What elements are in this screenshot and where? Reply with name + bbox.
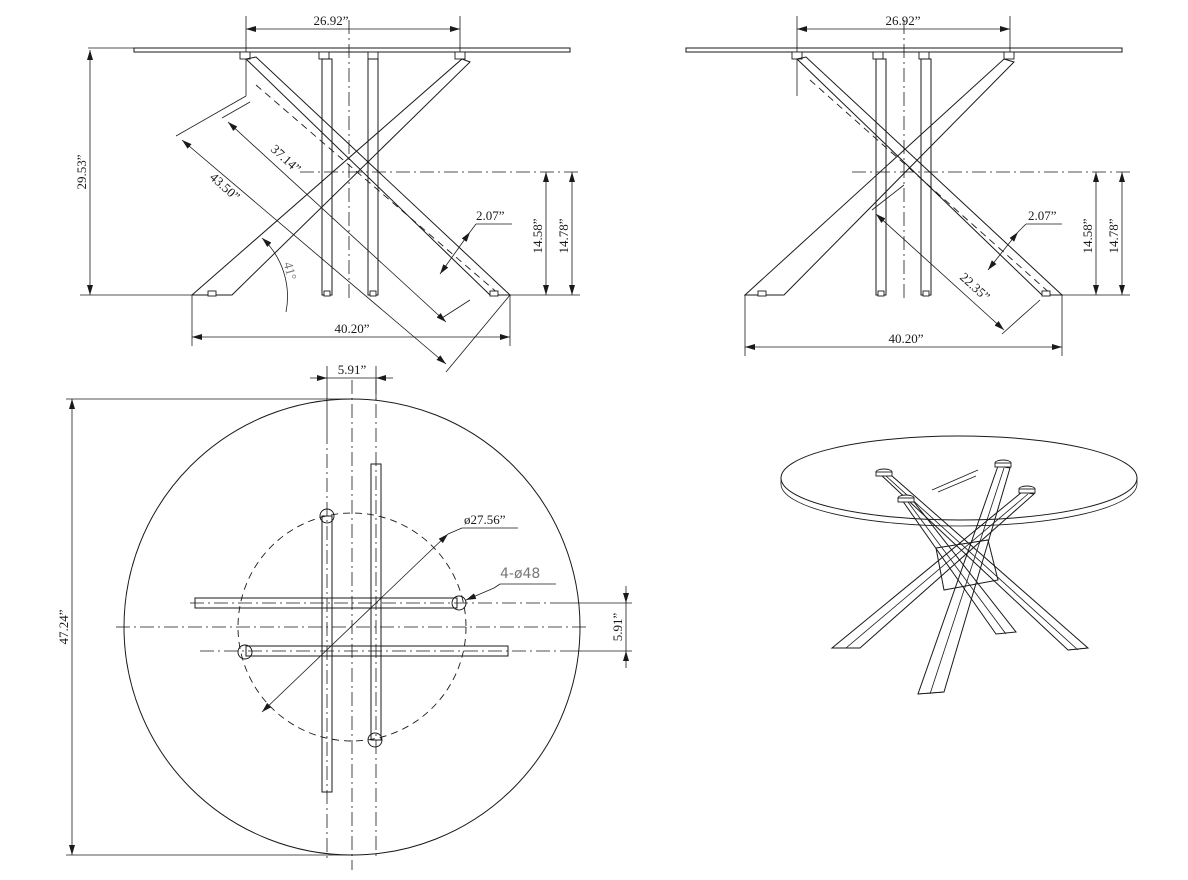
front-leg-outer-label: 43.50” — [207, 169, 243, 204]
front-leg-width-label: 2.07” — [476, 208, 505, 223]
top-leg-spacing-y-label: 5.91” — [610, 613, 625, 642]
front-leg-angle-label: 41° — [281, 260, 300, 281]
top-leg-bars — [194, 463, 509, 793]
side-cross-height-b-label: 14.78” — [1106, 218, 1121, 253]
front-glass-top — [133, 47, 571, 53]
side-vertical-posts — [875, 58, 932, 296]
front-height-label: 29.53” — [74, 154, 89, 189]
top-view: 5.91” 47.24” 5.91” ø27.56” 4-ø48 — [56, 362, 632, 870]
front-vertical-posts — [321, 58, 379, 296]
front-view: 26.92” 29.53” 37.14” 43.50” 2.07” 14.58”… — [74, 13, 580, 373]
top-leg-spacing-x-label: 5.91” — [338, 362, 367, 377]
front-cross-height-a-label: 14.58” — [530, 218, 545, 253]
side-leg-width-label: 2.07” — [1028, 208, 1057, 223]
top-holes-label: 4-ø48 — [500, 566, 540, 582]
iso-pads — [875, 459, 1036, 503]
side-view: 26.92” 2.07” 22.35” 14.58” 14.78” 40.20” — [685, 13, 1130, 356]
iso-view — [780, 435, 1138, 695]
side-cross-height-a-label: 14.58” — [1080, 218, 1095, 253]
top-mounting-holes — [237, 508, 467, 748]
top-pcd-label: ø27.56” — [464, 512, 506, 527]
side-top-width-label: 26.92” — [885, 13, 920, 28]
side-leg-length-label: 22.35” — [957, 269, 993, 304]
front-base-width-label: 40.20” — [334, 321, 369, 336]
side-base-width-label: 40.20” — [888, 331, 923, 346]
top-pcd-circle — [237, 512, 467, 742]
front-leg-inner-label: 37.14” — [268, 141, 304, 176]
front-diagonal-legs — [190, 56, 512, 296]
front-cross-height-b-label: 14.78” — [556, 218, 571, 253]
top-glass-diameter-label: 47.24” — [56, 609, 71, 644]
side-diagonal-legs — [743, 56, 1064, 296]
front-top-width-label: 26.92” — [313, 13, 348, 28]
iso-legs — [830, 465, 1090, 695]
